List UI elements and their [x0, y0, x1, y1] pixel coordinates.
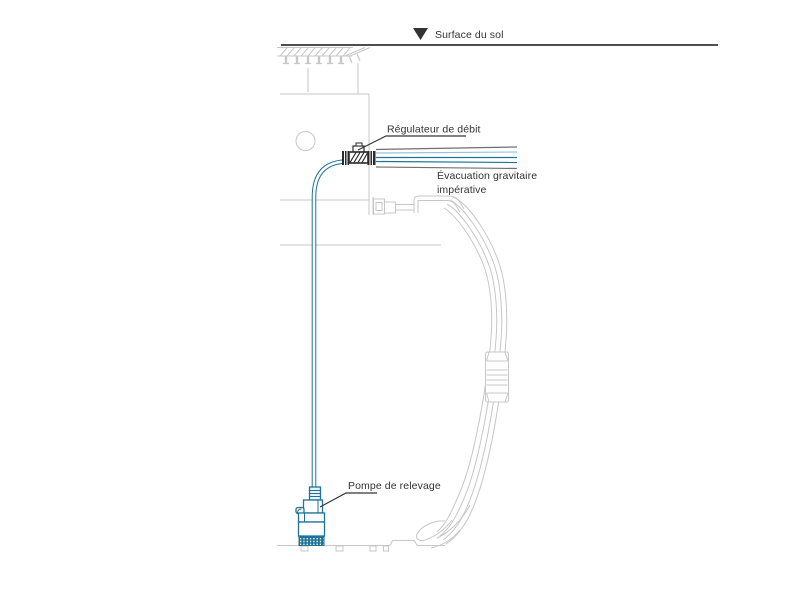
floor-foot: [369, 545, 377, 552]
regulator-body-hatch: [349, 152, 369, 163]
regulator-top-screw: [355, 142, 363, 147]
pump-body-main: [297, 521, 326, 537]
grating-teeth: [284, 56, 343, 64]
floor-foot: [300, 545, 309, 552]
bottom-curve-3: [430, 529, 461, 549]
grating-end-diagonals: [344, 47, 371, 57]
belt-block: [485, 351, 509, 403]
evacuation-sleeve: [375, 146, 518, 170]
flow-regulator-label: Régulateur de débit: [387, 124, 481, 136]
shaft-outline: [280, 63, 441, 246]
lift-pump-label: Pompe de relevage: [348, 480, 441, 492]
riser-pipe-outline: [311, 159, 346, 489]
pump-strainer: [298, 536, 325, 546]
bottom-curve-1: [436, 504, 471, 539]
tank-floor: [277, 540, 445, 552]
grating-edges: [277, 47, 353, 57]
discharge-line-light: [375, 151, 518, 154]
pump-body-upper: [297, 512, 326, 523]
tank-belt: [485, 351, 509, 403]
dome-inner: [417, 200, 461, 213]
gravity-evacuation-label-line2: impérative: [437, 184, 486, 196]
grating-hatch: [279, 47, 351, 57]
pump-head: [302, 499, 324, 514]
grating-cover: [277, 47, 371, 65]
pump-strainer-holes: [300, 538, 324, 545]
ground-surface-label: Surface du sol: [435, 29, 504, 41]
regulator-top-cap: [352, 145, 365, 153]
pump-coupling-ribs: [309, 490, 321, 497]
water-pipes: [311, 151, 518, 489]
ink-layer: Surface du sol Régulateur de débit Évacu…: [281, 28, 718, 508]
pump-leader-line: [319, 492, 377, 508]
shaft-lines: [280, 63, 370, 215]
sleeve-top-line: [375, 146, 518, 151]
ground-marker-triangle: [413, 28, 428, 40]
regulator-right-ribs: [369, 151, 373, 165]
bottom-curve-2: [416, 519, 453, 541]
wall-shell-4: [436, 207, 493, 533]
regulator-left-ribs: [344, 151, 348, 165]
floor-foot: [383, 545, 389, 552]
grating-teeth-feet: [283, 53, 361, 65]
gravity-evacuation-label-line1: Évacuation gravitaire: [437, 169, 537, 182]
neck-seal-inner: [375, 202, 383, 211]
neck-collar: [384, 201, 396, 214]
regulator-right-rib-cap: [367, 151, 376, 165]
floor-foot: [335, 545, 344, 552]
structure-layer: [277, 47, 509, 552]
shaft-port-circle: [295, 131, 316, 151]
belt-ribs: [486, 351, 509, 403]
neck-seal-box: [373, 198, 385, 215]
regulator-left-rib-cap: [342, 151, 349, 165]
neck-stub-pipe: [396, 204, 414, 211]
regulator-leader-line: [357, 135, 466, 151]
discharge-line-low: [375, 160, 518, 164]
flow-regulator-fitting: [342, 142, 376, 165]
pump-elbow-arc: [297, 508, 302, 514]
tank-bottom-corner: [416, 504, 471, 549]
sleeve-bottom-line: [375, 166, 518, 170]
lift-pump: [295, 486, 326, 546]
riser-pipe-bore: [312, 160, 346, 489]
